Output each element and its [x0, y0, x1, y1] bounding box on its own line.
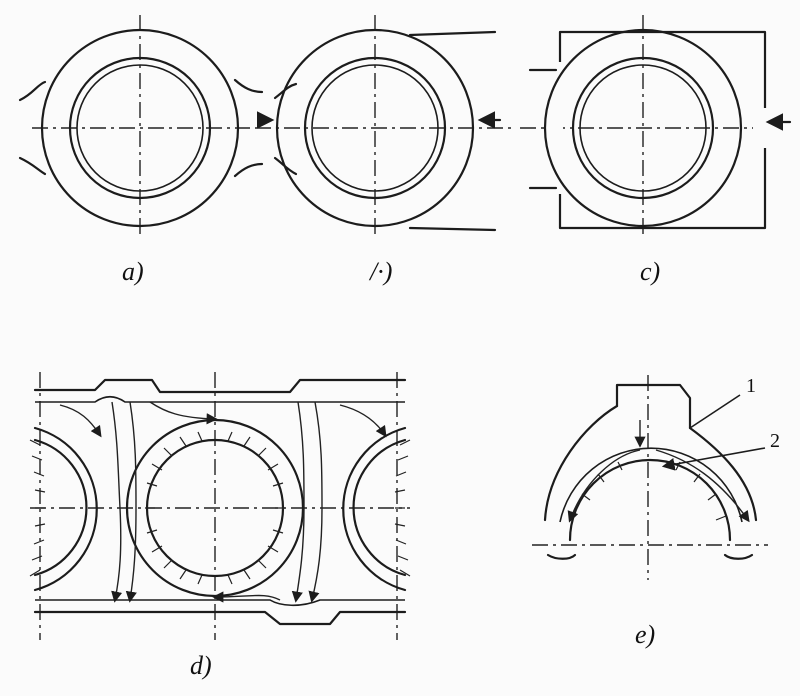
- label-a: a): [122, 257, 144, 286]
- label-b: /·): [368, 257, 392, 286]
- panel-c-liner: [520, 15, 792, 235]
- callout-1: 1: [746, 375, 756, 397]
- panel-e-section: [532, 375, 768, 580]
- panel-a-liner: [18, 15, 264, 235]
- label-e: e): [635, 620, 655, 649]
- label-d: d): [190, 651, 212, 680]
- panel-b-liner: [255, 15, 512, 235]
- panel-d-block: [29, 372, 411, 640]
- label-c: c): [640, 257, 660, 286]
- callout-2: 2: [770, 430, 780, 452]
